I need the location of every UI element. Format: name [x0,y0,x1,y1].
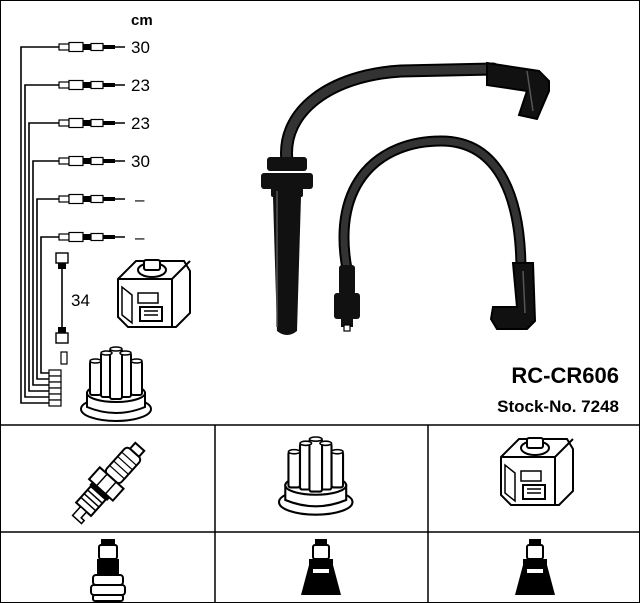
stock-number: Stock-No. 7248 [497,397,619,416]
lead-row-3: 23 [58,114,150,133]
lead-row-6: – [58,228,145,247]
lead-length-4: 30 [131,152,150,171]
part-number: RC-CR606 [511,363,619,388]
lead-row-1: 30 [58,38,150,57]
coil-lead-length: 34 [71,291,90,310]
distributor-boot-icon [301,539,341,595]
lead-terminals [48,351,68,407]
angled-boot-top [486,61,550,121]
lead-length-6: – [135,228,145,247]
angled-boot-bottom [489,262,537,330]
distributor-cap-icon [80,346,152,422]
lead-schematic: cm 30 23 23 30 [20,12,191,422]
component-table [1,424,639,602]
ignition-coil-icon [117,259,191,328]
coil-lead: 34 [55,252,90,344]
lead-row-4: 30 [58,152,150,171]
ignition-coil-icon-table [500,437,574,506]
lead-row-5: – [58,190,145,209]
coil-boot-icon [515,539,555,595]
coil-end-boot [334,265,360,332]
distributor-cap-icon-table [277,435,354,516]
spark-plug-boot-icon [90,539,126,602]
lead-length-3: 23 [131,114,150,133]
unit-label: cm [131,12,153,29]
bus-lines [20,46,59,404]
lead-length-5: – [135,190,145,209]
lead-length-1: 30 [131,38,150,57]
spark-plug-icon [71,441,146,525]
cable-illustration [261,61,550,335]
lead-row-2: 23 [58,76,150,95]
straight-plug-boot [261,157,313,335]
lead-length-2: 23 [131,76,150,95]
